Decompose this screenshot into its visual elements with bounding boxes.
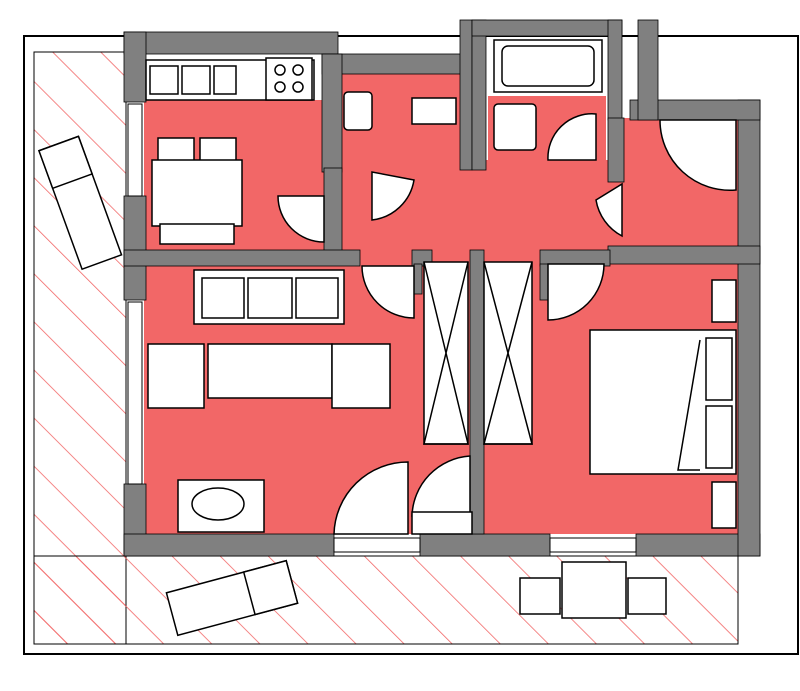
burner-2 <box>292 64 304 76</box>
living-furniture <box>147 269 391 533</box>
terrace-table <box>561 561 627 619</box>
window-bedroom-bottom <box>549 537 637 553</box>
door-storage-inner <box>659 119 737 192</box>
closets <box>423 261 533 445</box>
window-kitchen <box>127 103 143 197</box>
lounger-left-head <box>38 135 94 190</box>
wall-bath-left <box>471 19 487 171</box>
door-entry-right <box>411 455 471 517</box>
closet-left-x <box>423 261 469 445</box>
armchair-right <box>331 343 391 409</box>
wall-top-kitchen <box>123 31 339 55</box>
burner-4 <box>292 81 304 93</box>
wall-bath-right <box>607 19 623 121</box>
nightstand-top <box>711 279 737 323</box>
dining-set <box>151 137 243 245</box>
wc-sink <box>411 97 457 125</box>
door-wc <box>371 171 415 221</box>
terrace-chair-left <box>519 577 561 615</box>
bath-fixtures <box>493 39 603 151</box>
window-living-bottom <box>333 537 421 553</box>
dining-table <box>151 159 243 227</box>
sideboard-cell-3 <box>295 277 339 319</box>
wall-wc-right <box>459 19 473 171</box>
wall-bottom-mid <box>419 533 551 557</box>
dining-chair-1 <box>157 137 195 163</box>
burner-3 <box>274 81 286 93</box>
wall-right <box>737 99 761 557</box>
wall-bath-top <box>471 19 623 37</box>
bedroom-furniture <box>589 279 737 529</box>
wall-kitchen-hall <box>323 167 343 253</box>
wall-bottom-left <box>123 533 335 557</box>
door-kitchen-hall <box>277 195 325 243</box>
cabinet-3 <box>213 65 237 95</box>
pillow-2 <box>705 405 733 469</box>
door-bath <box>547 113 597 161</box>
wall-hall-storage <box>607 117 625 183</box>
door-living <box>361 265 415 319</box>
terrace-furniture <box>38 135 667 637</box>
wall-bedroom-left <box>539 263 549 301</box>
burner-1 <box>274 64 286 76</box>
armchair-left <box>147 343 205 409</box>
kitchen-counter <box>145 57 315 101</box>
desk-chair <box>191 487 245 521</box>
entry-mat <box>411 511 473 535</box>
door-entry-left <box>333 461 409 535</box>
cabinet-1 <box>149 65 179 95</box>
dining-chair-3 <box>159 223 235 245</box>
wall-storage-bottom <box>607 245 761 265</box>
wall-wc-left <box>321 53 343 173</box>
toilet <box>343 91 373 131</box>
sofa <box>207 343 333 399</box>
cabinet-2 <box>181 65 211 95</box>
wall-left-upper <box>123 31 147 103</box>
bed-cover <box>677 339 701 471</box>
wall-left-mid <box>123 195 147 301</box>
wall-wc-top <box>321 53 471 75</box>
wc-fixtures <box>343 91 457 131</box>
doors <box>277 113 737 535</box>
wall-storage-top-stub <box>637 19 659 121</box>
door-bedroom <box>547 263 605 321</box>
nightstand-bottom <box>711 481 737 529</box>
door-storage <box>595 182 623 238</box>
walls <box>123 19 761 557</box>
window-living <box>127 301 143 485</box>
pillow-1 <box>705 337 733 401</box>
wall-closet-divider <box>469 249 485 535</box>
stove <box>265 57 313 101</box>
wall-kitchen-living <box>123 249 361 267</box>
sideboard-cell-1 <box>201 277 245 319</box>
closet-right-x <box>483 261 533 445</box>
terrace-outline <box>23 35 799 655</box>
bathtub-inner <box>501 45 595 87</box>
sun-lounger-left <box>38 135 123 271</box>
bath-sink <box>493 103 537 151</box>
sideboard-cell-2 <box>247 277 293 319</box>
sun-lounger-bottom <box>165 559 299 637</box>
lounger-bottom-head <box>242 559 299 616</box>
dining-chair-2 <box>199 137 237 163</box>
windows <box>127 103 637 553</box>
wall-living-closet <box>413 263 423 295</box>
terrace-chair-right <box>627 577 667 615</box>
